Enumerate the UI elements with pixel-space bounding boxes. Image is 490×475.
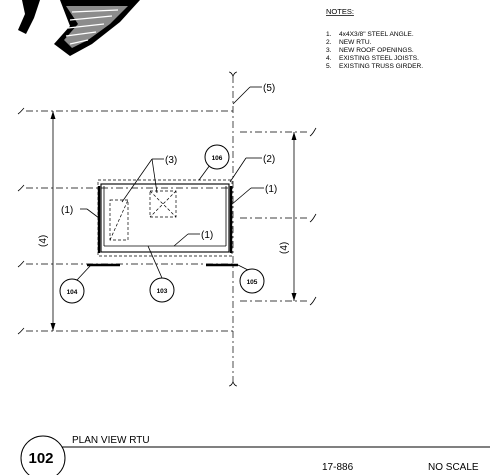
- watermark-stroke: [18, 0, 140, 56]
- room-tag-104-label: 104: [67, 289, 78, 296]
- note-4-text: EXISTING STEEL JOISTS.: [339, 55, 419, 62]
- note-2-text: NEW RTU.: [339, 39, 372, 46]
- roof-openings: [109, 190, 177, 241]
- note-3-text: NEW ROOF OPENINGS.: [339, 47, 414, 54]
- joist-lines: [17, 107, 317, 335]
- detail-circle: [20, 435, 66, 475]
- callout-2: (2): [263, 154, 275, 165]
- note-3-number: 3.: [326, 47, 332, 54]
- detail-number: 102: [28, 450, 53, 467]
- callout-1-right: (1): [265, 184, 277, 195]
- note-1-number: 1.: [326, 31, 332, 38]
- callout-3: (3): [165, 155, 177, 166]
- rtu-unit: [87, 179, 238, 267]
- dimension-left: [50, 111, 56, 331]
- project-number: 17-886: [322, 462, 354, 473]
- scale-label: NO SCALE: [428, 462, 479, 473]
- callout-4-right: (4): [279, 242, 290, 254]
- note-1-text: 4x4X3/8" STEEL ANGLE.: [339, 31, 414, 38]
- note-2-number: 2.: [326, 39, 332, 46]
- callout-4-left: (4): [38, 235, 49, 247]
- truss-girder-line: [228, 71, 238, 387]
- room-tag-104: 104: [59, 278, 85, 304]
- room-tag-106-label: 106: [212, 155, 223, 162]
- leader-lines: [76, 86, 264, 281]
- note-4-number: 4.: [326, 55, 332, 62]
- room-tag-103-label: 103: [157, 288, 168, 295]
- callout-1-left: (1): [61, 205, 73, 216]
- room-tag-103: 103: [149, 277, 175, 303]
- callout-5: (5): [263, 83, 275, 94]
- dimension-right: [291, 132, 297, 301]
- note-5-text: EXISTING TRUSS GIRDER.: [339, 63, 423, 70]
- notes-heading: NOTES:: [326, 7, 354, 16]
- room-tag-105: 105: [239, 268, 265, 294]
- drawing-title: PLAN VIEW RTU: [72, 435, 150, 446]
- callout-1-bottom: (1): [201, 230, 213, 241]
- title-block: 102 PLAN VIEW RTU 17-886 NO SCALE: [20, 435, 490, 475]
- room-tag-106: 106: [204, 144, 230, 170]
- note-5-number: 5.: [326, 63, 332, 70]
- room-tag-105-label: 105: [247, 279, 258, 286]
- notes-block: NOTES: 1. 4x4X3/8" STEEL ANGLE. 2. NEW R…: [326, 7, 423, 70]
